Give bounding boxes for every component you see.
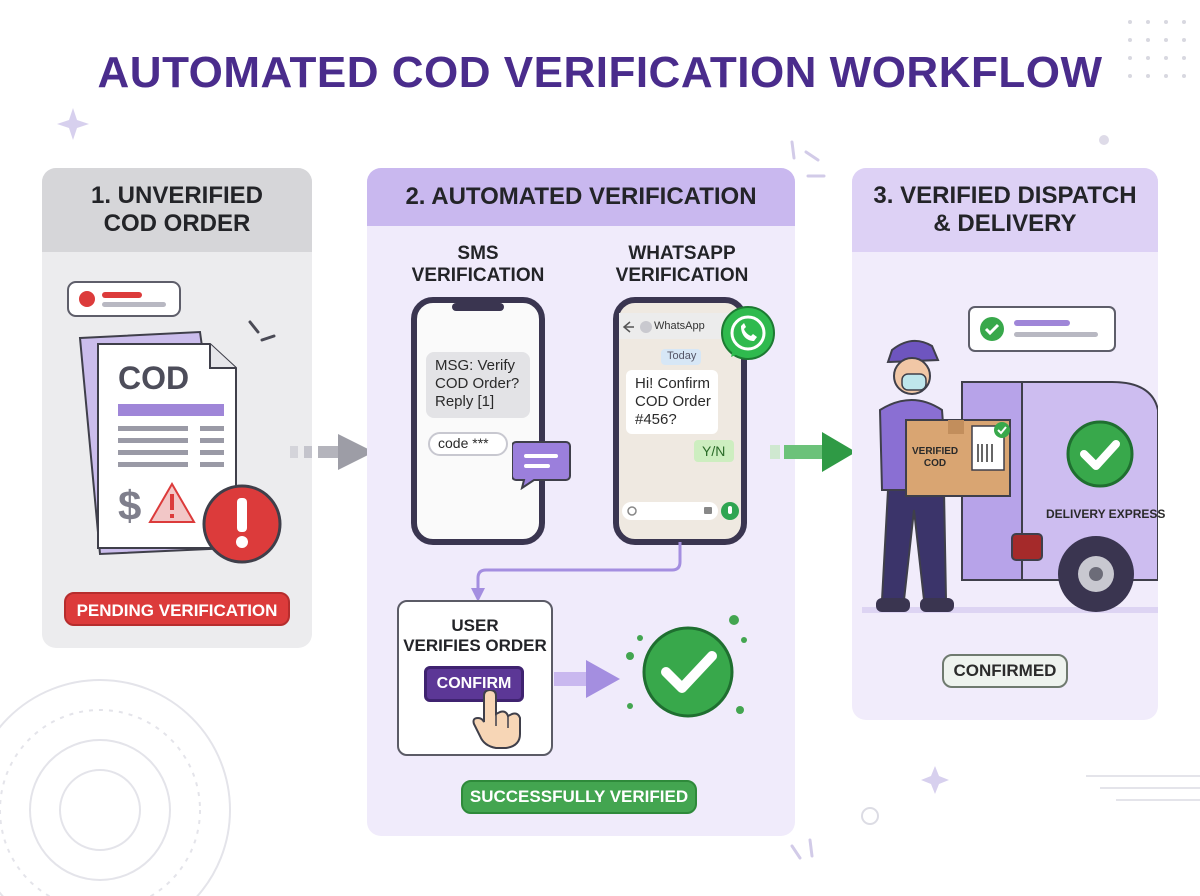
arrow-to-success xyxy=(554,660,620,698)
sms-message-bubble xyxy=(426,352,530,418)
success-status-badge: SUCCESSFULLY VERIFIED xyxy=(461,780,697,814)
whatsapp-back-icon xyxy=(622,321,652,333)
cod-doc-label: COD xyxy=(118,360,190,396)
step-2-heading: 2. AUTOMATED VERIFICATION xyxy=(367,168,795,226)
whatsapp-message-text: Hi! Confirm COD Order #456? xyxy=(635,375,711,428)
whatsapp-verification-label: WHATSAPP VERIFICATION xyxy=(615,243,749,286)
sms-code-text: code *** xyxy=(438,435,489,451)
warning-triangle-icon xyxy=(148,482,196,523)
sms-message-text: MSG: Verify COD Order? Reply [1] xyxy=(435,357,520,410)
sms-phone-notch xyxy=(452,303,504,311)
confirmed-status-badge: CONFIRMED xyxy=(942,654,1068,688)
whatsapp-reply-text: Y/N xyxy=(702,443,726,459)
arrow-step1-to-step2 xyxy=(290,434,374,470)
step-3-heading: 3. VERIFIED DISPATCH & DELIVERY xyxy=(852,168,1158,252)
sms-phone xyxy=(411,297,545,545)
package-box xyxy=(905,419,1011,497)
delivery-scene-illustration xyxy=(862,339,1158,613)
alert-dot-icon xyxy=(79,291,95,307)
whatsapp-day-tag xyxy=(661,349,701,365)
error-badge-icon xyxy=(202,484,282,564)
unverified-order-illustration: $ xyxy=(67,281,282,564)
dollar-icon: $ xyxy=(118,482,141,529)
whatsapp-message-bubble xyxy=(626,370,718,434)
pending-status-badge: PENDING VERIFICATION xyxy=(64,592,290,626)
whatsapp-header-bar xyxy=(619,313,741,339)
user-verifies-label: USER VERIFIES ORDER xyxy=(403,616,547,655)
pointer-hand-icon xyxy=(472,690,521,749)
whatsapp-day-text: Today xyxy=(667,350,697,362)
sms-verification-label: SMS VERIFICATION xyxy=(411,243,545,286)
package-label: VERIFIED COD xyxy=(912,446,959,469)
flow-connector-arrow xyxy=(471,542,682,602)
sms-code-input[interactable] xyxy=(428,432,508,456)
chat-bubble-icon xyxy=(512,441,571,490)
confirm-button[interactable]: CONFIRM xyxy=(424,666,524,702)
whatsapp-reply-bubble xyxy=(694,440,734,462)
svg-text:$: $ xyxy=(118,482,141,529)
whatsapp-logo-icon xyxy=(721,306,775,360)
verified-check-icon xyxy=(626,615,747,718)
arrow-step2-to-step3 xyxy=(770,432,856,472)
whatsapp-input-bar xyxy=(622,502,739,520)
notification-card xyxy=(968,306,1116,352)
page-title: AUTOMATED COD VERIFICATION WORKFLOW xyxy=(97,48,1103,97)
van-label: DELIVERY EXPRESS xyxy=(1046,507,1166,521)
step-1-heading: 1. UNVERIFIED COD ORDER xyxy=(42,168,312,252)
whatsapp-app-name: WhatsApp xyxy=(654,320,705,332)
